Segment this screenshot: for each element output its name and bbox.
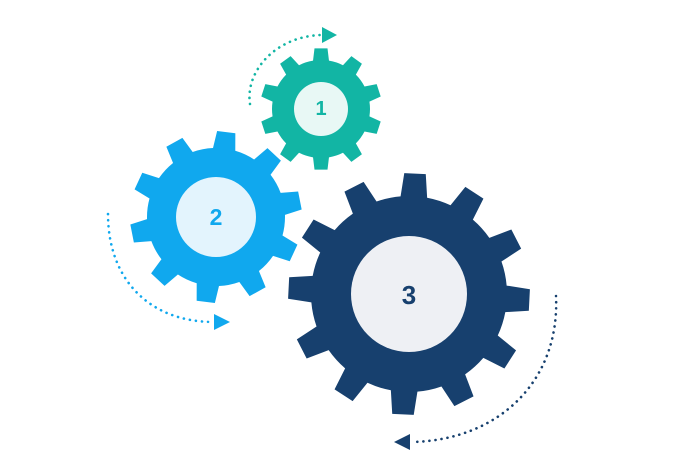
- dotted-arc: [410, 294, 558, 444]
- arrowhead-icon: [322, 27, 337, 43]
- gear-1-hub: [294, 82, 348, 136]
- gear-2: 2: [130, 131, 302, 303]
- rotation-arrow-1: [248, 27, 337, 106]
- dotted-arc: [106, 212, 216, 324]
- gear-1-number: 1: [315, 98, 326, 120]
- rotation-arrow-2: [106, 212, 230, 330]
- gear-3: 3: [288, 173, 530, 415]
- arrowhead-icon: [214, 314, 230, 330]
- gear-3-hub: [351, 236, 467, 352]
- gear-3-number: 3: [402, 280, 416, 310]
- gear-2-hub: [176, 177, 256, 257]
- gear-2-number: 2: [210, 204, 223, 230]
- rotation-arrow-3: [394, 294, 558, 450]
- gear-1: 1: [261, 48, 381, 170]
- arrowhead-icon: [394, 434, 410, 450]
- dotted-arc: [248, 33, 324, 106]
